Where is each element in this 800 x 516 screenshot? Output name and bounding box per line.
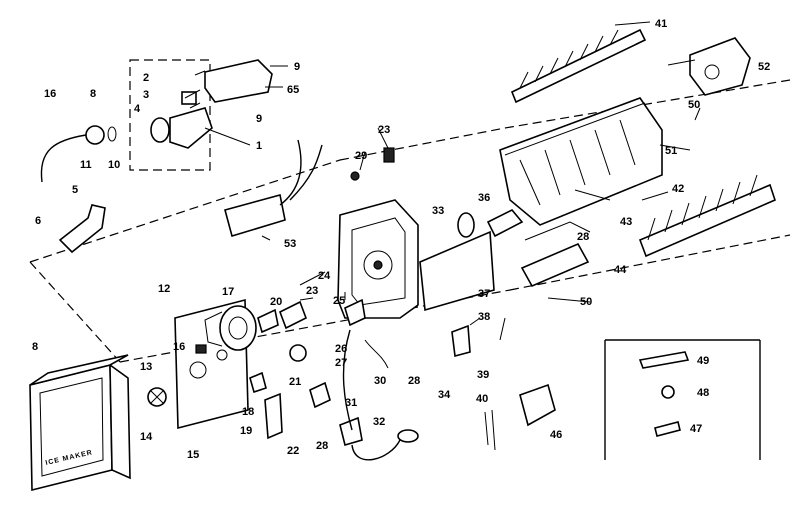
callout-32: 32: [373, 416, 385, 428]
wiring-harness: [224, 139, 323, 238]
callout-42: 42: [672, 183, 684, 195]
callout-22: 22: [287, 445, 299, 457]
callout-53: 53: [284, 238, 296, 250]
callout-40: 40: [476, 393, 488, 405]
callout-16b: 16: [44, 88, 56, 100]
callout-48: 48: [697, 387, 709, 399]
callout-6: 6: [35, 215, 41, 227]
callout-12: 12: [158, 283, 170, 295]
callout-37: 37: [478, 288, 490, 300]
gear: [147, 387, 167, 407]
callout-23a: 23: [378, 124, 390, 136]
callout-26: 26: [335, 343, 347, 355]
callout-38: 38: [478, 311, 490, 323]
small-parts: [249, 147, 556, 461]
callout-25: 25: [333, 295, 345, 307]
callout-51: 51: [665, 145, 677, 157]
callout-29: 29: [355, 150, 367, 162]
callout-23b: 23: [306, 285, 318, 297]
leader-lines: [184, 21, 701, 341]
callout-39: 39: [477, 369, 489, 381]
callout-8a: 8: [32, 341, 38, 353]
callout-9a: 9: [294, 61, 300, 73]
callout-20: 20: [270, 296, 282, 308]
callout-21: 21: [289, 376, 301, 388]
callout-14: 14: [140, 431, 153, 443]
callout-65: 65: [287, 84, 299, 96]
callout-2: 2: [143, 72, 149, 84]
thermostat-parts: [419, 209, 591, 312]
callout-1: 1: [256, 140, 262, 152]
support-bracket: [689, 37, 751, 96]
callout-47: 47: [690, 423, 702, 435]
housing: [337, 199, 419, 319]
ice-maker-box: ICE MAKER: [29, 354, 131, 492]
callout-33: 33: [432, 205, 444, 217]
stripper: [510, 28, 647, 104]
callout-27: 27: [335, 357, 347, 369]
inset-box: [604, 339, 761, 460]
callout-46: 46: [550, 429, 562, 441]
callout-50b: 50: [580, 296, 592, 308]
callout-30: 30: [374, 375, 386, 387]
fill-cup: [204, 59, 273, 103]
callout-8b: 8: [90, 88, 96, 100]
callout-28b: 28: [408, 375, 420, 387]
fill-valve-frame: [129, 59, 211, 171]
ice-mold: [499, 97, 663, 226]
assembly-outline: [29, 79, 791, 363]
callout-24: 24: [318, 270, 331, 282]
callout-52: 52: [758, 61, 770, 73]
callout-34: 34: [438, 389, 451, 401]
motor: [204, 305, 257, 351]
valve-parts: [40, 91, 213, 183]
callout-3: 3: [143, 89, 149, 101]
callout-19: 19: [240, 425, 252, 437]
callout-49: 49: [697, 355, 709, 367]
callout-17: 17: [222, 286, 234, 298]
callout-15: 15: [187, 449, 199, 461]
callout-31: 31: [345, 397, 357, 409]
callout-5: 5: [72, 184, 78, 196]
ejector: [638, 174, 776, 258]
callout-28c: 28: [316, 440, 328, 452]
callout-36: 36: [478, 192, 490, 204]
callout-4: 4: [134, 103, 141, 115]
callout-44: 44: [614, 264, 627, 276]
callout-43: 43: [620, 216, 632, 228]
callout-9b: 9: [256, 113, 262, 125]
callout-16: 16: [173, 341, 185, 353]
fill-tube: [58, 204, 106, 254]
callout-41: 41: [655, 18, 667, 30]
callout-50a: 50: [688, 99, 700, 111]
callout-13: 13: [140, 361, 152, 373]
callout-28a: 28: [577, 231, 589, 243]
callout-10: 10: [108, 159, 120, 171]
callout-11: 11: [80, 159, 92, 171]
callout-18: 18: [242, 406, 254, 418]
